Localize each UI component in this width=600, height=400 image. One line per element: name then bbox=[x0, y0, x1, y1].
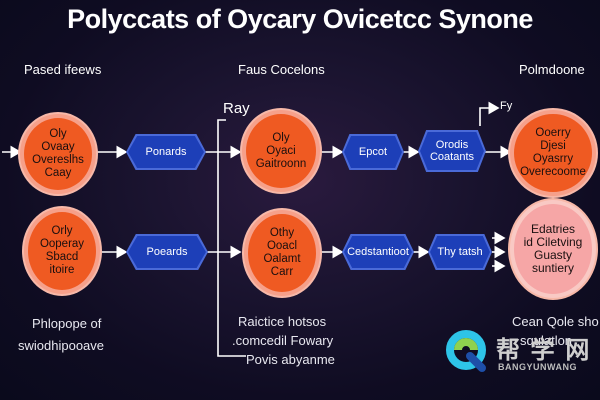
circle-left-top-text: Oly Ovaay Overeslhs Caay bbox=[32, 128, 84, 179]
circle-center-bottom-text: Othy Ooacl Oalamt Carr bbox=[263, 227, 301, 278]
bottom-center-line-2: .comcedil Fowary bbox=[232, 333, 334, 348]
bottom-center-line-3: Povis abyanme bbox=[246, 352, 335, 367]
circle-right-top-text: Ooerry Djesi Oyasrry Overecoome bbox=[520, 127, 586, 178]
ray-bracket bbox=[217, 119, 246, 357]
bottom-left-line-1: Phlopope of bbox=[32, 316, 102, 331]
header-left: Pased ifeews bbox=[24, 62, 102, 77]
hex-right-top: Orodis Coatants bbox=[420, 132, 484, 170]
header-center: Faus Cocelons bbox=[238, 62, 325, 77]
circle-left-top: Oly Ovaay Overeslhs Caay bbox=[20, 114, 96, 194]
diagram-title: Polyccats of Oycary Ovicetcc Synone bbox=[67, 4, 533, 34]
hex-left-bottom: Poeards bbox=[128, 236, 206, 268]
bottom-right-line-1: Cean Qole sho bbox=[512, 314, 599, 329]
hex-center-bottom: Cedstantioot bbox=[344, 236, 412, 268]
q-logo-icon bbox=[446, 330, 486, 372]
circle-right-pink: Edatries id Ciletving Guasty suntiery bbox=[510, 200, 596, 298]
circle-center-top-text: Oly Oyaci Gaitroonn bbox=[255, 131, 307, 170]
circle-center-top: Oly Oyaci Gaitroonn bbox=[242, 110, 320, 192]
bottom-right-line-2: squlatlon bbox=[520, 333, 573, 348]
hex-left-top: Ponards bbox=[128, 136, 204, 168]
circle-right-pink-text: Edatries id Ciletving Guasty suntiery bbox=[523, 222, 583, 275]
fy-bracket bbox=[479, 101, 500, 126]
circle-right-top: Ooerry Djesi Oyasrry Overecoome bbox=[510, 110, 596, 196]
fy-label: Fy bbox=[500, 100, 513, 112]
header-right: Polmdoone bbox=[519, 62, 585, 77]
hex-right-bottom: Thy tatsh bbox=[430, 236, 490, 268]
watermark-chinese: 帮 学 网 bbox=[496, 337, 592, 364]
circle-center-bottom: Othy Ooacl Oalamt Carr bbox=[244, 210, 320, 296]
bottom-center-line-1: Raictice hotsos bbox=[238, 314, 327, 329]
ray-label: Ray bbox=[223, 100, 250, 117]
bottom-left-line-2: swiodhipooave bbox=[18, 338, 105, 353]
circle-left-bottom-text: Orly Ooperay Sbacd itoire bbox=[39, 225, 85, 276]
circle-left-bottom: Orly Ooperay Sbacd itoire bbox=[24, 208, 100, 294]
watermark-latin: BANGYUNWANG bbox=[498, 362, 577, 372]
hex-center-top: Epcot bbox=[344, 136, 402, 168]
